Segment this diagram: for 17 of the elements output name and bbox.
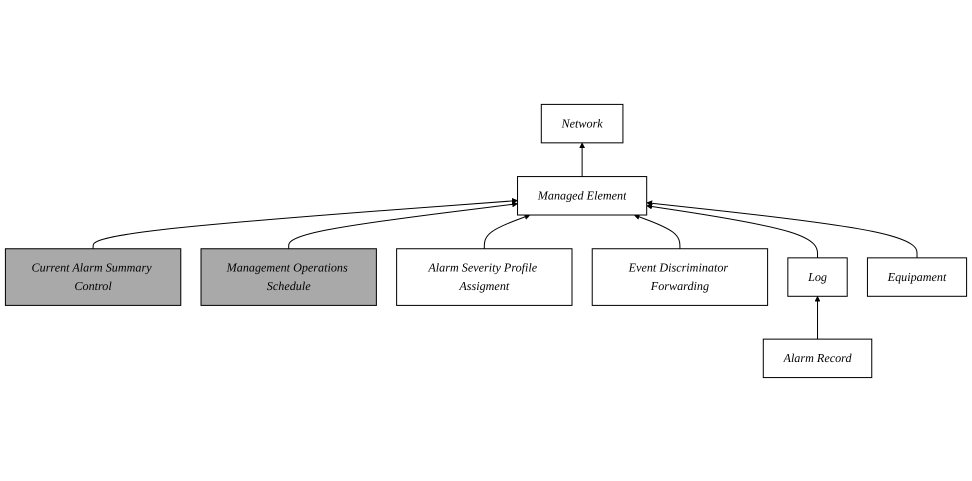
- arrow: [646, 203, 818, 258]
- node-box: Alarm Severity Profile Assigment: [396, 248, 572, 306]
- node-box: Log: [787, 256, 848, 296]
- node-box: Alarm Record: [762, 338, 872, 378]
- node-box: Current Alarm Summary Control: [4, 248, 182, 306]
- arrow: [288, 200, 518, 248]
- arrow: [646, 200, 918, 258]
- arrow: [634, 214, 680, 248]
- node-box: Managed Element: [517, 176, 648, 216]
- arrow: [579, 142, 586, 176]
- node-box: Equipament: [866, 256, 968, 296]
- arrow: [92, 198, 518, 248]
- arrow: [484, 214, 530, 248]
- arrow: [814, 296, 820, 339]
- node-box: Management Operations Schedule: [200, 248, 377, 306]
- node-box: Event Discriminator Forwarding: [592, 248, 768, 306]
- node-box: Network: [540, 103, 624, 143]
